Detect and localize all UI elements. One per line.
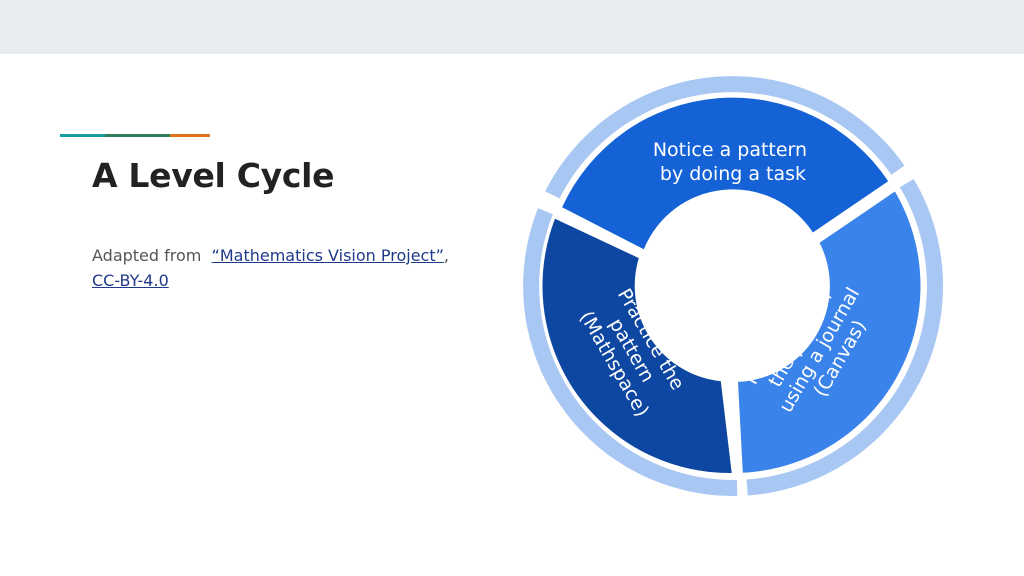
- cycle-diagram: Notice a pattern by doing a task Reflect…: [523, 76, 944, 496]
- outer-ring-top: [545, 76, 905, 199]
- source-link[interactable]: “Mathematics Vision Project”: [211, 246, 444, 265]
- accent-segment-teal: [60, 134, 105, 137]
- title-accent-line: [60, 134, 210, 137]
- slide-title: A Level Cycle: [92, 156, 335, 195]
- segment-notice-label: Notice a pattern by doing a task: [653, 139, 813, 185]
- segment-notice-pattern: [562, 97, 889, 250]
- attribution: Adapted from “Mathematics Vision Project…: [92, 243, 512, 293]
- outer-ring-left: [523, 208, 738, 496]
- notice-label-line-2: by doing a task: [660, 163, 806, 185]
- attribution-prefix: Adapted from: [92, 246, 202, 265]
- outer-ring-right: [746, 179, 944, 496]
- license-link[interactable]: CC-BY-4.0: [92, 271, 169, 290]
- segment-reflect-journal: [738, 191, 921, 473]
- segment-practice-pattern: [542, 218, 732, 474]
- notice-label-line-1: Notice a pattern: [653, 139, 807, 161]
- header-band: [0, 0, 1024, 54]
- attribution-separator: ,: [443, 246, 449, 265]
- accent-segment-green: [105, 134, 170, 137]
- accent-segment-orange: [170, 134, 210, 137]
